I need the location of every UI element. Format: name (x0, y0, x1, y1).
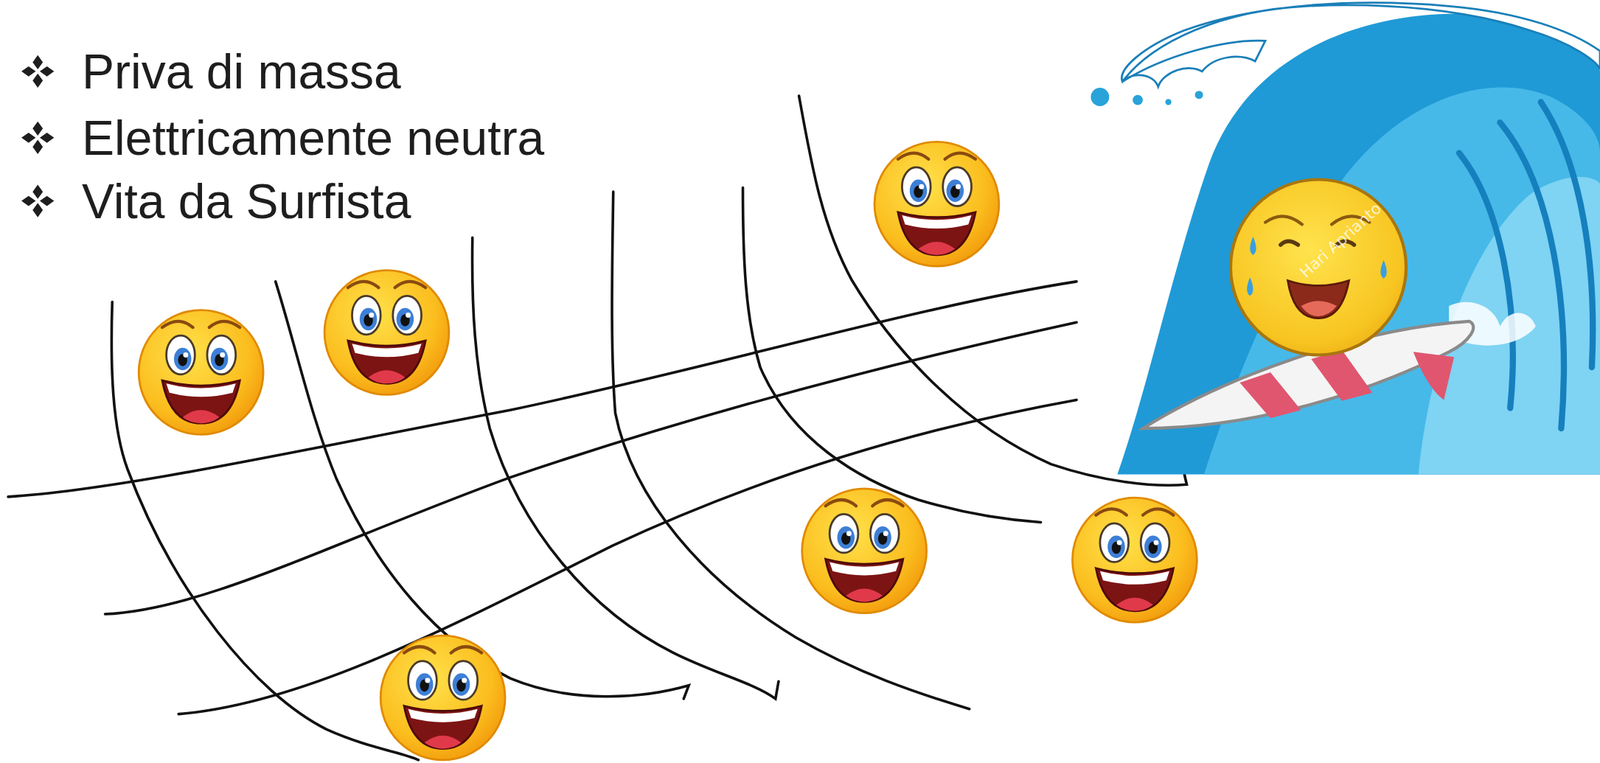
surfer-tongue (1301, 300, 1337, 317)
bullet-text: Priva di massa (81, 47, 402, 96)
surfboard-stripe (1239, 372, 1301, 419)
bullet-text: Elettricamente neutra (81, 113, 545, 163)
bullet-symbols (21, 55, 54, 218)
wave-foam (1122, 40, 1266, 87)
grid-line (472, 237, 779, 699)
surfboard-fin (1413, 351, 1455, 400)
bullet-symbol (21, 184, 54, 217)
surfboard-stripe (1310, 350, 1373, 402)
smileys (138, 141, 1197, 761)
water-drop (1195, 90, 1204, 99)
grid-line (8, 281, 1077, 497)
smiley-face (874, 141, 1000, 267)
water-drop (1090, 87, 1109, 107)
bullet-symbol (21, 55, 54, 88)
wave-body (1117, 14, 1600, 475)
smiley-face (138, 310, 264, 436)
wave-stripe (1459, 101, 1593, 429)
smiley-face (802, 488, 927, 614)
smiley-face (380, 635, 506, 761)
water-drop (1164, 98, 1171, 105)
smiley-face (324, 270, 450, 396)
surfer-mouth (1288, 280, 1350, 319)
grid-line (799, 95, 1188, 486)
bullet-text: Vita da Surfista (81, 176, 411, 226)
bullet-symbol (21, 121, 54, 155)
smiley-face (1072, 497, 1198, 623)
surfer-illustration (1090, 2, 1600, 475)
surfer-face (1230, 179, 1407, 356)
curved-grid (8, 95, 1187, 761)
water-drop (1132, 95, 1143, 106)
wave-foam (1121, 2, 1600, 82)
grid-line (611, 191, 970, 710)
grid-line (178, 399, 1077, 714)
